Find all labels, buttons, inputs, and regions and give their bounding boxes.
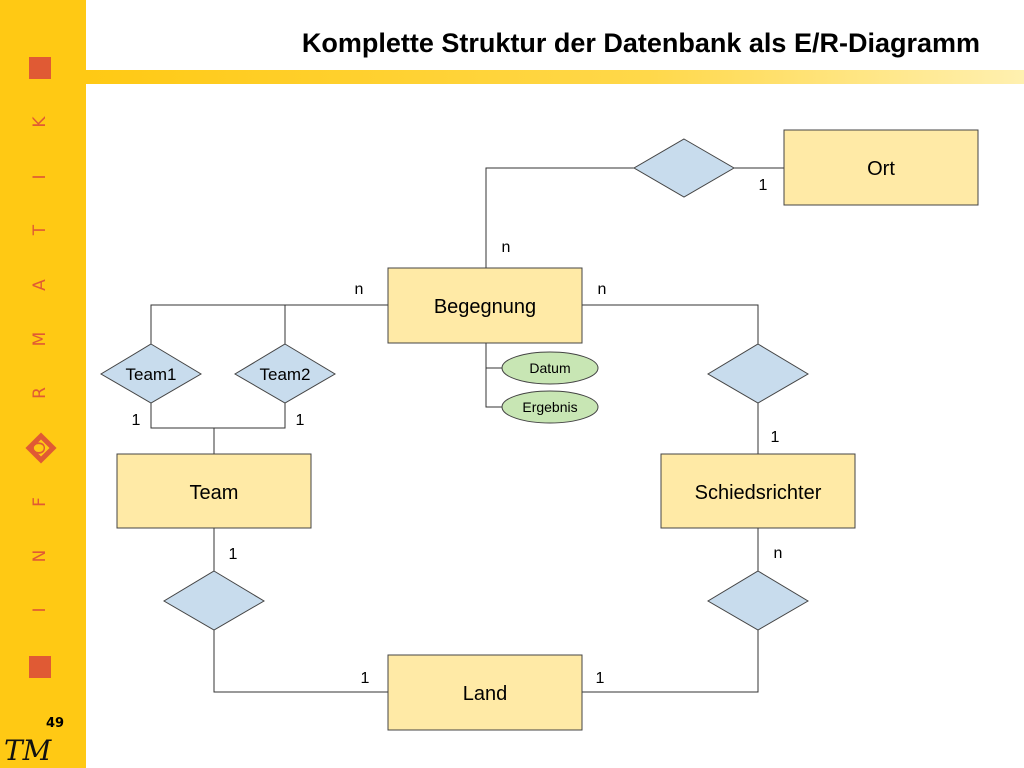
entity-label-team: Team (190, 482, 239, 504)
sidebar: K I T A M R O F N I (0, 0, 86, 768)
entity-label-ort: Ort (867, 158, 895, 180)
relationship-schiedsrichter-land (707, 570, 809, 631)
relationship-team1 (100, 343, 202, 404)
entity-schiedsrichter (660, 453, 856, 529)
cardinality-land-schiedsrichter: 1 (596, 670, 605, 687)
page-number: 49 (46, 716, 65, 731)
sidebar-square-top (29, 57, 51, 79)
relationship-label-team2: Team2 (259, 365, 310, 384)
attribute-ergebnis (501, 390, 599, 424)
entity-land (387, 654, 583, 731)
attribute-label-datum: Datum (529, 360, 570, 376)
entity-label-begegnung: Begegnung (434, 296, 536, 318)
attribute-label-ergebnis: Ergebnis (522, 399, 577, 415)
line-begegnung-ergebnis (485, 343, 502, 408)
relationship-begegnung-ort (633, 138, 735, 198)
cardinality-begegnung-schiedsrichter: n (598, 281, 607, 298)
line-schiri-land-rel-land (582, 630, 759, 693)
relationship-label-team1: Team1 (125, 365, 176, 384)
cardinality-begegnung-ort: n (502, 239, 511, 256)
line-begegnung-schiri-rel (582, 304, 759, 344)
connector-lines (150, 167, 784, 693)
relationship-team-land (163, 570, 265, 631)
entity-begegnung (387, 267, 583, 344)
cardinality-ort: 1 (759, 177, 768, 194)
line-land-rel-land (213, 630, 388, 693)
cardinality-schiedsrichter: 1 (771, 429, 780, 446)
entity-label-land: Land (463, 683, 508, 705)
cardinality-begegnung-team: n (355, 281, 364, 298)
page-title: Komplette Struktur der Datenbank als E/R… (301, 28, 980, 58)
attribute-datum (501, 351, 599, 385)
cardinality-team1: 1 (132, 412, 141, 429)
line-begegnung-team1 (150, 304, 388, 344)
relationship-begegnung-schiedsrichter (707, 343, 809, 404)
line-begegnung-ort-rel (485, 167, 634, 268)
entity-team (116, 453, 312, 529)
logo: TM (4, 734, 52, 767)
cardinality-land-team: 1 (361, 670, 370, 687)
title-underline (86, 70, 1024, 84)
entity-ort (783, 129, 979, 206)
sidebar-square-bottom (29, 656, 51, 678)
entity-label-schiedsrichter: Schiedsrichter (695, 482, 822, 504)
relationship-team2 (234, 343, 336, 404)
cardinality-team2: 1 (296, 412, 305, 429)
cardinality-team-land: 1 (229, 546, 238, 563)
line-team1-team2-team (150, 403, 286, 429)
cardinality-schiedsrichter-land: n (774, 545, 783, 562)
